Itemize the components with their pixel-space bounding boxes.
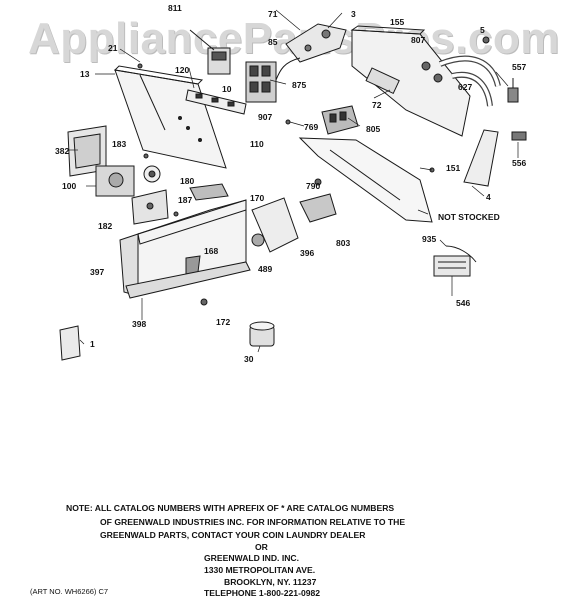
- label-397: 397: [90, 267, 104, 277]
- footer-note-line-4: OR: [255, 542, 268, 552]
- label-100: 100: [62, 181, 76, 191]
- part-907-switch-block: [245, 61, 277, 103]
- label-5: 5: [480, 25, 485, 35]
- part-72-rail: [298, 137, 433, 223]
- footer-telephone: TELEPHONE 1-800-221-0982: [204, 588, 321, 598]
- label-110: 110: [250, 139, 264, 149]
- part-100-timer: [95, 165, 161, 197]
- label-803: 803: [336, 238, 350, 248]
- part-811-switch: [189, 29, 231, 75]
- part-170-plate: [189, 183, 229, 201]
- footer-note-line-3: GREENWALD PARTS, CONTACT YOUR COIN LAUND…: [100, 530, 366, 540]
- label-557: 557: [512, 62, 526, 72]
- label-805: 805: [366, 124, 380, 134]
- label-935: 935: [422, 234, 436, 244]
- label-30: 30: [244, 354, 254, 364]
- part-182-bracket: [131, 189, 169, 225]
- part-155-back-panel: [350, 25, 471, 137]
- part-803-valve: [299, 178, 337, 223]
- part-4-bracket: [463, 129, 499, 187]
- label-875: 875: [292, 80, 306, 90]
- part-172-screw: [200, 298, 208, 306]
- label-151: 151: [446, 163, 460, 173]
- label-3: 3: [351, 9, 356, 19]
- label-489: 489: [258, 264, 272, 274]
- label-120: 120: [175, 65, 189, 75]
- label-183: 183: [112, 139, 126, 149]
- part-489-fitting: [251, 233, 265, 247]
- part-13-control-panel: [113, 65, 227, 169]
- label-13: 13: [80, 69, 90, 79]
- label-907: 907: [258, 112, 272, 122]
- label-170: 170: [250, 193, 264, 203]
- label-396: 396: [300, 248, 314, 258]
- label-not-stocked: NOT STOCKED: [438, 212, 500, 222]
- label-4: 4: [486, 192, 491, 202]
- label-382: 382: [55, 146, 69, 156]
- part-805-relay: [321, 105, 359, 135]
- label-172: 172: [216, 317, 230, 327]
- label-187: 187: [178, 195, 192, 205]
- label-180: 180: [180, 176, 194, 186]
- label-72: 72: [372, 100, 382, 110]
- art-number: (ART NO. WH6266) C7: [30, 587, 109, 596]
- part-1-manual: [59, 325, 81, 361]
- part-546-harness: [433, 245, 477, 277]
- part-71-top-bracket: [275, 23, 347, 81]
- part-557-valve: [507, 78, 519, 103]
- label-556: 556: [512, 158, 526, 168]
- label-85: 85: [268, 37, 278, 47]
- footer-address-city: BROOKLYN, NY. 11237: [224, 577, 317, 587]
- part-30-capacitor: [249, 321, 275, 347]
- label-790: 790: [306, 181, 320, 191]
- label-168: 168: [204, 246, 218, 256]
- label-10: 10: [222, 84, 232, 94]
- label-1: 1: [90, 339, 95, 349]
- watermark: AppliancePartsPros.com: [28, 14, 560, 64]
- footer-note-line-2: OF GREENWALD INDUSTRIES INC. FOR INFORMA…: [100, 517, 406, 527]
- part-556-connector: [511, 131, 527, 141]
- part-120-bracket: [185, 89, 247, 115]
- footer-address-street: 1330 METROPOLITAN AVE.: [204, 565, 316, 575]
- label-546: 546: [456, 298, 470, 308]
- label-398: 398: [132, 319, 146, 329]
- label-71: 71: [268, 9, 278, 19]
- part-382-panel: [67, 125, 107, 177]
- part-627-hoses: [421, 36, 501, 107]
- label-811: 811: [168, 3, 182, 13]
- footer-note-line-1: NOTE: ALL CATALOG NUMBERS WITH APREFIX O…: [66, 503, 395, 513]
- footer-address-company: GREENWALD IND. INC.: [204, 553, 300, 563]
- part-398-base: [125, 261, 251, 299]
- label-21: 21: [108, 43, 118, 53]
- label-627: 627: [458, 82, 472, 92]
- label-182: 182: [98, 221, 112, 231]
- label-807: 807: [411, 35, 425, 45]
- label-155: 155: [390, 17, 404, 27]
- label-769: 769: [304, 122, 318, 132]
